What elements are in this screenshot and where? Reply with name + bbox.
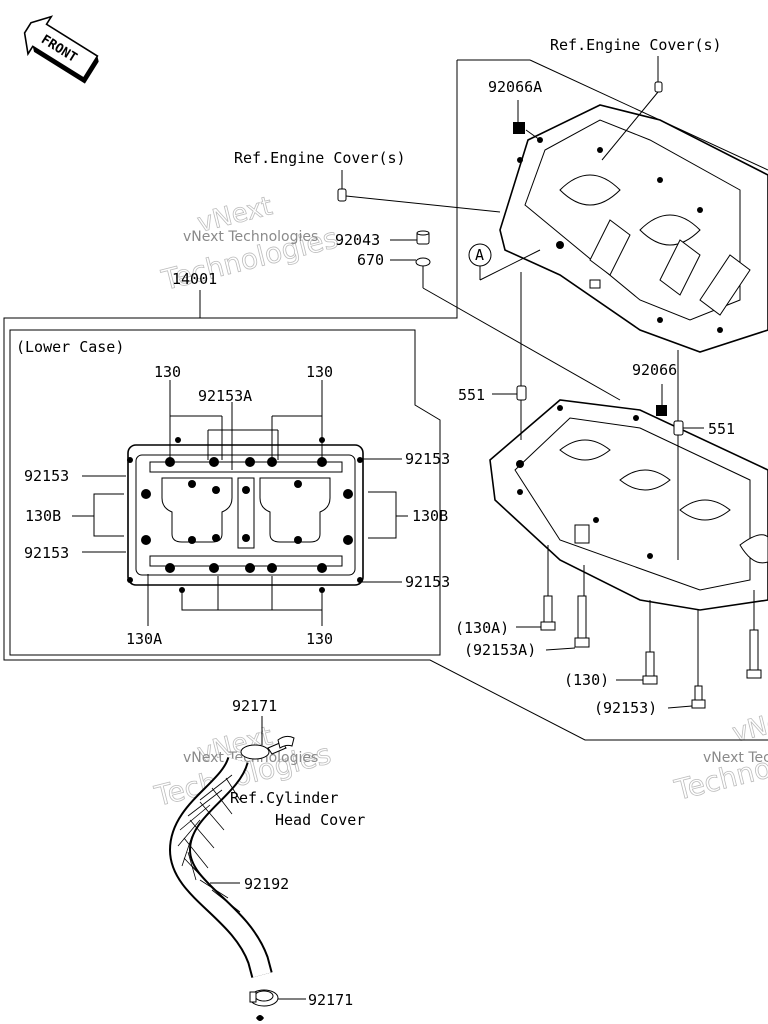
label-130B-right: 130B [412,507,448,525]
inset-leaders [72,380,408,626]
label-92066A: 92066A [488,78,542,96]
bolt-right-edge-icon [746,629,762,679]
label-130A: 130A [126,630,162,648]
label-92171-bottom: 92171 [308,991,353,1009]
label-130B-left: 130B [25,507,61,525]
plug-92066A-icon [513,122,525,134]
label-92043: 92043 [335,231,380,249]
label-ref-cylinder: Ref.Cylinder [230,789,338,807]
label-92153-right-2: 92153 [405,573,450,591]
label-92066: 92066 [632,361,677,379]
lower-case-plan-view [127,437,364,593]
ref-engine-cover-pin-top-icon [654,81,663,93]
svg-text:vNext Technologies: vNext Technologies [703,750,768,766]
bolt-130-icon [642,651,658,685]
label-670: 670 [357,251,384,269]
front-direction-icon: FRONT [23,15,99,84]
bolt-130A-icon [540,595,556,631]
ref-engine-cover-pin-mid-icon [337,188,347,202]
assembly-frame [3,59,768,741]
callout-a-letter: A [475,246,484,264]
label-130-paren: (130) [564,671,609,689]
dowel-551-left-icon [516,385,527,401]
label-14001: 14001 [172,270,217,288]
label-130-top-left: 130 [154,363,181,381]
label-92153-left-2: 92153 [24,544,69,562]
label-92171-top: 92171 [232,697,277,715]
bolts [540,595,762,709]
plug-92066-icon [656,405,667,416]
bolt-92153A-icon [574,595,590,648]
watermark-right-bottom: vNext Technologies vNext Technologies [670,701,768,808]
lower-crankcase [489,399,768,611]
bolt-92153-icon [691,685,706,709]
label-92153A: 92153A [198,387,252,405]
label-92153A-paren: (92153A) [464,641,536,659]
svg-text:vNext: vNext [729,701,768,748]
label-ref-engine-cover-top: Ref.Engine Cover(s) [550,36,722,54]
label-130-top-right: 130 [306,363,333,381]
part-labels: Ref.Engine Cover(s) 92066A Ref.Engine Co… [172,36,735,1009]
label-551-left: 551 [458,386,485,404]
label-130A-paren: (130A) [455,619,509,637]
label-92153-left-1: 92153 [24,467,69,485]
hose-clamp-top-icon [240,735,295,760]
hose-clamp-bottom-icon [249,989,279,1007]
svg-text:vNext Technologies: vNext Technologies [183,229,318,245]
dowel-92043-icon [416,230,430,245]
lower-case-title: (Lower Case) [16,338,124,356]
hose-fitting-partial-icon [256,1015,264,1021]
breather-hose [168,735,295,1021]
dowel-551-right-icon [673,420,684,436]
label-92153-right-1: 92153 [405,450,450,468]
label-head-cover: Head Cover [275,811,365,829]
label-92192: 92192 [244,875,289,893]
callout-a: A [468,243,492,267]
o-ring-670-icon [415,257,431,267]
label-ref-engine-cover-mid: Ref.Engine Cover(s) [234,149,406,167]
label-92153-paren: (92153) [594,699,657,717]
upper-crankcase [499,104,768,353]
leader-lines [210,56,755,1000]
label-551-right: 551 [708,420,735,438]
lower-case-inset: (Lower Case) [9,329,450,656]
label-130-bottom: 130 [306,630,333,648]
